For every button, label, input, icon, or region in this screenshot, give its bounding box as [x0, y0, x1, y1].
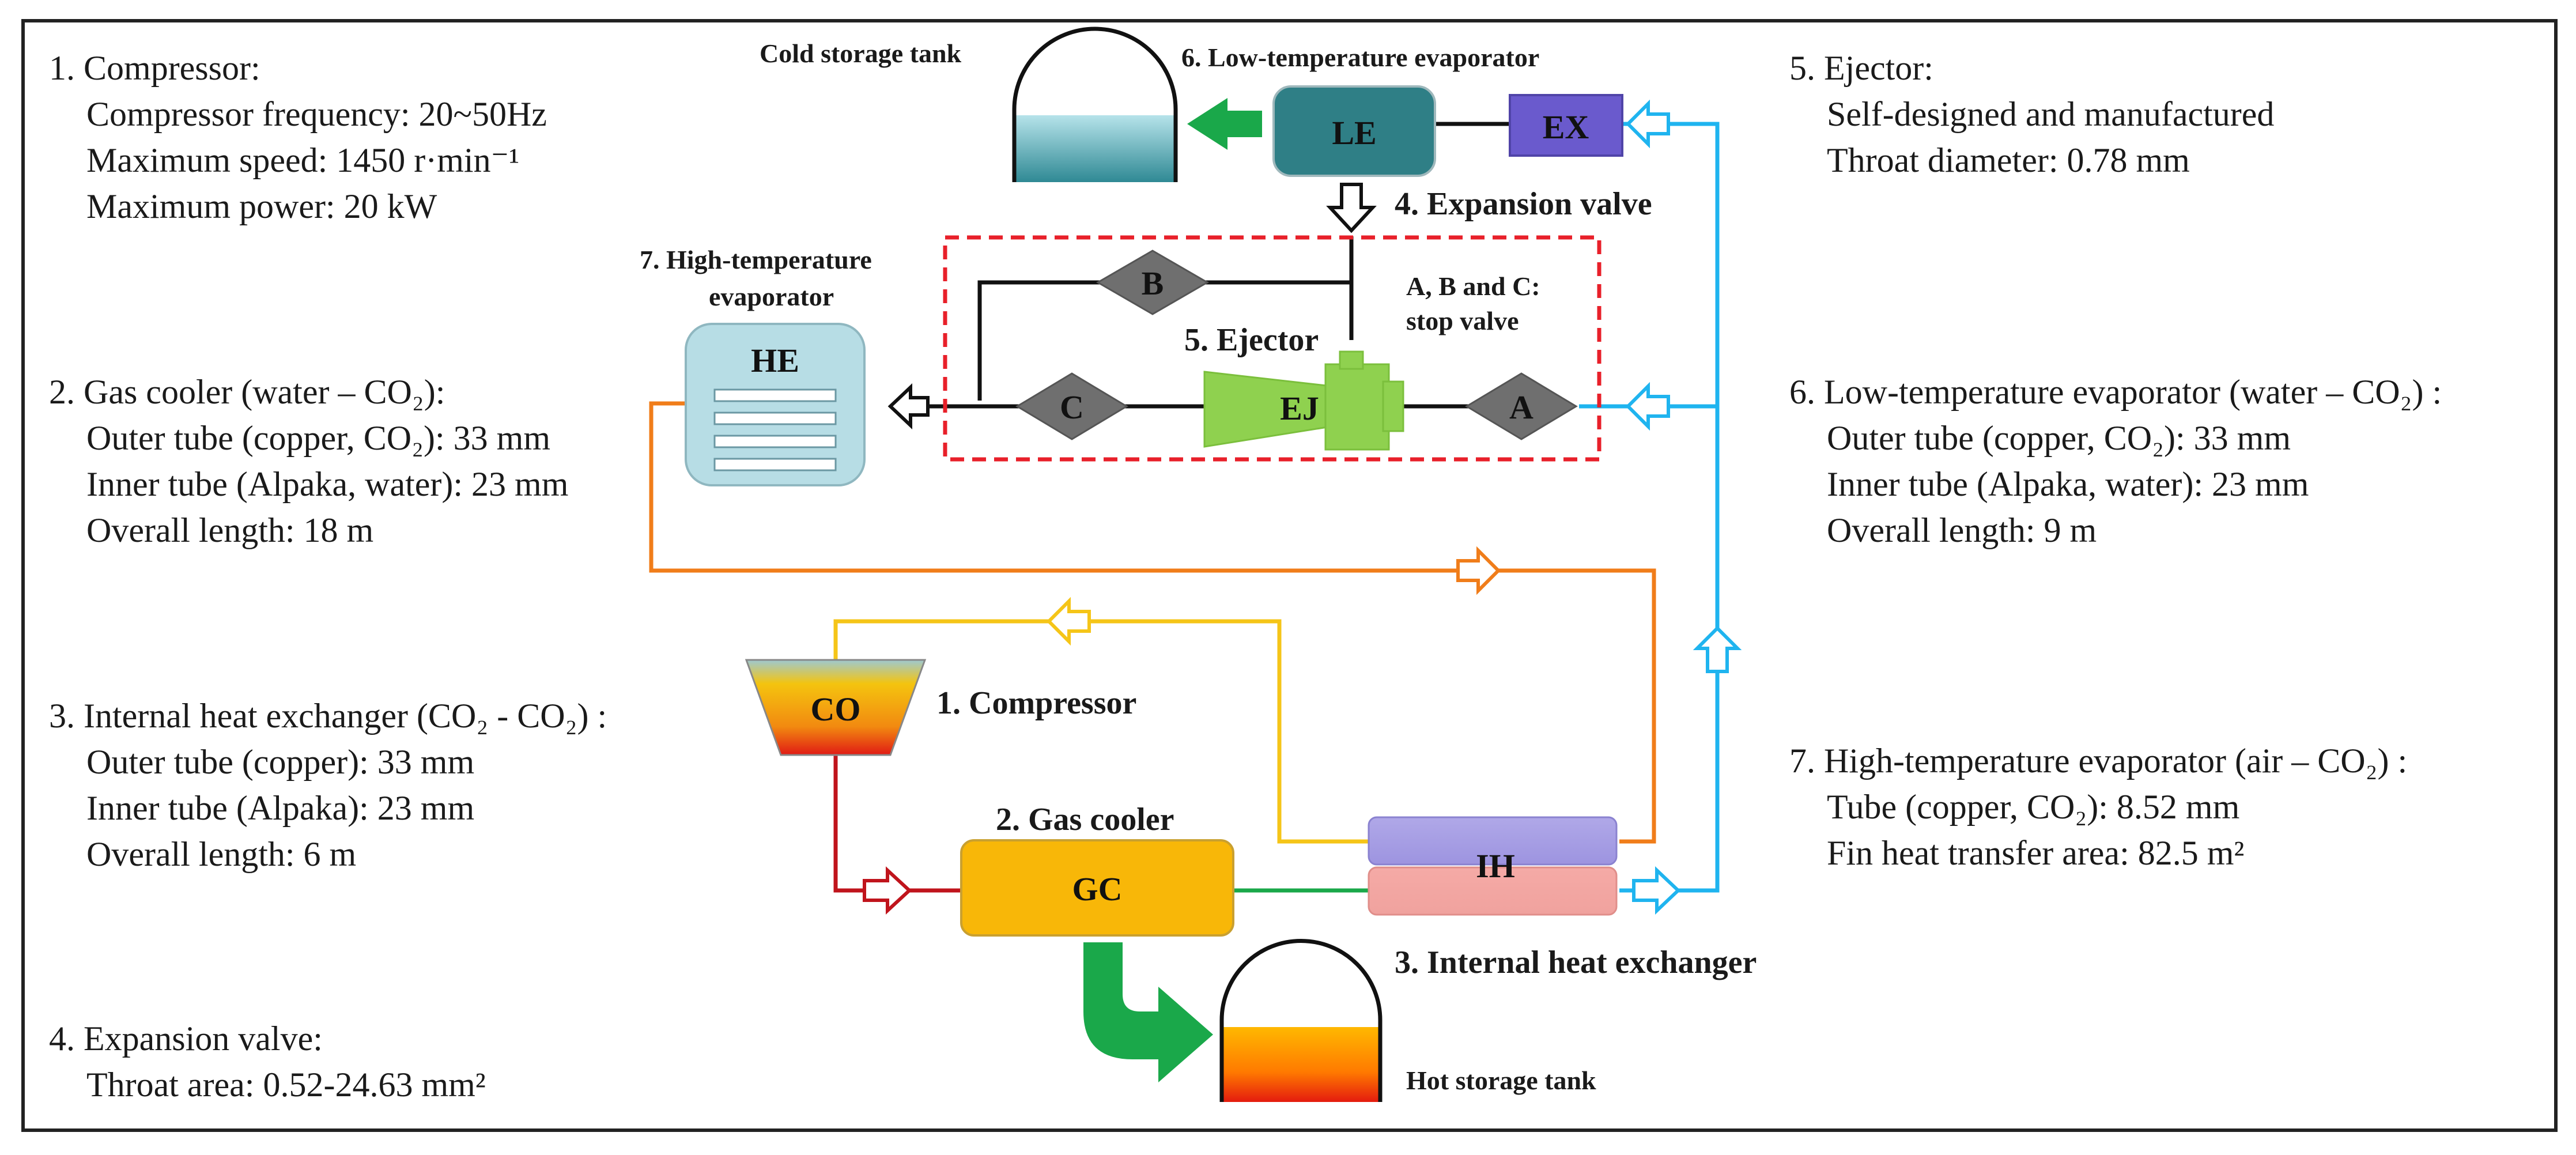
stop-valve-note: A, B and C: — [1406, 271, 1540, 301]
right-specs: 5. Ejector: Self-designed and manufactur… — [1789, 49, 2442, 872]
orange-pipe — [649, 401, 1656, 844]
ex-box — [1509, 94, 1623, 157]
ih-bottom — [1368, 866, 1618, 916]
expansion-valve-arrow — [1326, 183, 1377, 233]
cold-flow-arrow — [1187, 98, 1262, 150]
cold-storage-tank — [1012, 27, 1178, 182]
spec-ejector-line: Self-designed and manufactured — [1827, 95, 2274, 133]
hot-tank-label: Hot storage tank — [1406, 1066, 1596, 1095]
spec-gascooler-line: Overall length: 18 m — [86, 511, 373, 549]
ht-evaporator-label: evaporator — [709, 282, 834, 311]
spec-ihx-line: Outer tube (copper): 33 mm — [86, 743, 474, 781]
spec-lte-line: Outer tube (copper, CO₂): 33 mm — [1827, 419, 2291, 457]
spec-compressor-line: Compressor frequency: 20~50Hz — [86, 95, 547, 133]
spec-gascooler-line: Outer tube (copper, CO₂): 33 mm — [86, 419, 550, 457]
ex-label: EX — [1543, 108, 1589, 146]
valve-a — [1465, 372, 1578, 440]
valve-b-label: B — [1142, 265, 1164, 302]
bypass-b-pipe — [977, 280, 1351, 401]
blue-arrow-ex — [1625, 99, 1670, 149]
red-arrow — [863, 866, 912, 915]
spec-ihx-title: 3. Internal heat exchanger (CO₂ - CO₂) : — [49, 697, 607, 735]
ej-label: EJ — [1280, 390, 1319, 427]
hot-storage-tank — [1219, 939, 1383, 1102]
he-label: HE — [751, 342, 799, 379]
spec-expansion-title: 4. Expansion valve: — [49, 1020, 323, 1058]
ejector — [1203, 350, 1404, 451]
internal-hx-label: 3. Internal heat exchanger — [1395, 945, 1757, 980]
blue-pipe — [1619, 122, 1720, 893]
blue-arrow-up — [1693, 625, 1742, 673]
spec-lte-title: 6. Low-temperature evaporator (water – C… — [1789, 373, 2442, 411]
black-arrow-he — [887, 383, 930, 429]
stop-valve-note: stop valve — [1406, 306, 1519, 335]
spec-lte-line: Overall length: 9 m — [1827, 511, 2097, 549]
figure-border — [21, 19, 2558, 1132]
left-specs: 1. Compressor: Compressor frequency: 20~… — [49, 49, 607, 1104]
le-label: LE — [1332, 114, 1376, 152]
spec-hte-title: 7. High-temperature evaporator (air – CO… — [1789, 742, 2407, 780]
spec-expansion-line: Throat area: 0.52-24.63 mm² — [86, 1066, 486, 1104]
spec-compressor-line: Maximum speed: 1450 r·min⁻¹ — [86, 141, 519, 179]
valve-c-label: C — [1060, 388, 1084, 426]
yellow-pipe — [833, 619, 1369, 844]
gc-box — [960, 839, 1234, 937]
hot-flow-arrow — [1083, 942, 1213, 1082]
gas-cooler-label: 2. Gas cooler — [996, 802, 1174, 837]
spec-compressor-line: Maximum power: 20 kW — [86, 187, 437, 225]
ih-label: IH — [1476, 847, 1515, 885]
blue-arrow-a — [1625, 382, 1670, 431]
spec-ejector-title: 5. Ejector: — [1789, 49, 1933, 87]
co-compressor — [745, 659, 927, 756]
ih-top — [1368, 816, 1618, 866]
valve-a-label: A — [1509, 388, 1533, 426]
ejector-label: 5. Ejector — [1184, 322, 1319, 358]
yellow-arrow — [1046, 597, 1091, 646]
spec-gascooler-title: 2. Gas cooler (water – CO₂): — [49, 373, 445, 411]
valve-b — [1096, 250, 1209, 315]
cold-tank-label: Cold storage tank — [760, 39, 962, 68]
co-label: CO — [811, 690, 861, 728]
red-pipe — [833, 749, 962, 893]
le-box — [1272, 85, 1436, 177]
spec-compressor-title: 1. Compressor: — [49, 49, 260, 87]
spec-ihx-line: Overall length: 6 m — [86, 835, 356, 873]
expansion-valve-label: 4. Expansion valve — [1395, 186, 1652, 222]
spec-hte-line: Fin heat transfer area: 82.5 m² — [1827, 834, 2244, 872]
spec-hte-line: Tube (copper, CO₂): 8.52 mm — [1827, 788, 2239, 826]
gc-label: GC — [1072, 870, 1123, 908]
valve-c — [1015, 372, 1128, 440]
spec-ihx-line: Inner tube (Alpaka): 23 mm — [86, 789, 474, 827]
lt-evaporator-label: 6. Low-temperature evaporator — [1181, 43, 1539, 72]
spec-gascooler-line: Inner tube (Alpaka, water): 23 mm — [86, 465, 568, 503]
spec-ejector-line: Throat diameter: 0.78 mm — [1827, 141, 2190, 179]
blue-arrow-ih — [1632, 866, 1681, 915]
ht-evaporator-label: 7. High-temperature — [640, 245, 872, 274]
spec-lte-line: Inner tube (Alpaka, water): 23 mm — [1827, 465, 2309, 503]
he-box — [685, 323, 866, 486]
compressor-label: 1. Compressor — [936, 685, 1136, 721]
orange-arrow — [1456, 546, 1501, 595]
